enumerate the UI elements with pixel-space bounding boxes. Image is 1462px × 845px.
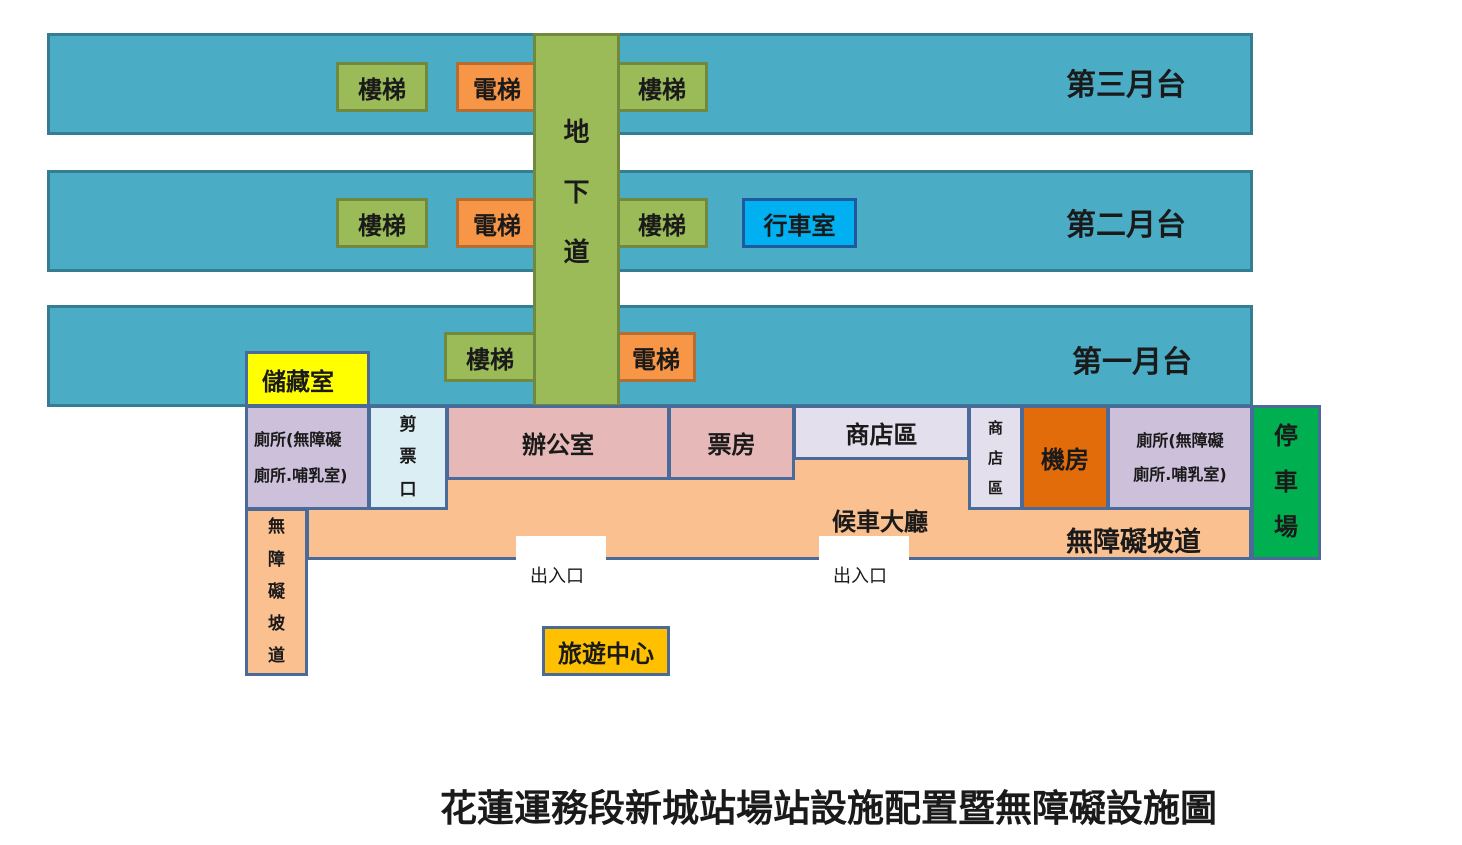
ramp-right-label: 無障礙坡道: [1066, 527, 1201, 558]
platform-2-label: 第二月台: [1066, 208, 1186, 243]
stairs-p2-left: 樓梯: [336, 198, 428, 248]
waiting-hall-label: 候車大廳: [832, 508, 928, 536]
stairs-p3-left: 樓梯: [336, 62, 428, 112]
ticket-gate: 剪 票 口: [368, 405, 448, 510]
platform-1-label: 第一月台: [1072, 345, 1192, 380]
entrance-2-label: 出入口: [833, 566, 887, 587]
ticket-office: 票房: [668, 405, 795, 480]
restroom-right: 廁所(無障礙 廁所.哺乳室): [1107, 405, 1253, 510]
restroom-left: 廁所(無障礙 廁所.哺乳室): [245, 405, 370, 510]
ramp-left-char-3: 礙: [268, 581, 285, 602]
stairs-p2-right: 樓梯: [616, 198, 708, 248]
tourist-center: 旅遊中心: [542, 626, 670, 676]
ramp-left-char-4: 坡: [268, 614, 285, 635]
storage-room: 儲藏室: [245, 351, 370, 407]
stairs-p3-right: 樓梯: [616, 62, 708, 112]
underpass-char-2: 下: [563, 177, 590, 208]
restroom-left-line-1: 廁所(無障礙: [254, 430, 342, 450]
ramp-left-char-5: 道: [268, 646, 285, 667]
elevator-p2: 電梯: [456, 198, 538, 248]
entrance-1-label: 出入口: [530, 566, 584, 587]
restroom-right-line-1: 廁所(無障礙: [1136, 430, 1224, 450]
shop-small-char-2: 店: [987, 448, 1003, 467]
ticket-gate-char-2: 票: [399, 447, 417, 468]
ramp-left-char-1: 無: [268, 517, 285, 538]
parking-char-2: 車: [1274, 467, 1298, 496]
machine-room: 機房: [1021, 405, 1109, 510]
dispatch-room: 行車室: [742, 198, 857, 248]
restroom-left-line-2: 廁所.哺乳室): [254, 465, 348, 485]
shop-small-char-3: 區: [987, 478, 1003, 497]
entrance-2-gap: [819, 536, 909, 563]
shop-area-small: 商 店 區: [968, 405, 1023, 510]
shop-area: 商店區: [793, 405, 970, 460]
underpass: 地 下 道: [533, 33, 620, 407]
office: 辦公室: [446, 405, 670, 480]
elevator-p1: 電梯: [616, 332, 696, 382]
underpass-char-1: 地: [563, 118, 590, 148]
stairs-p1: 樓梯: [444, 332, 536, 382]
entrance-1-gap: [516, 536, 606, 563]
parking: 停 車 場: [1251, 405, 1321, 560]
ramp-left-char-2: 障: [268, 549, 285, 570]
ramp-left: 無 障 礙 坡 道: [245, 508, 308, 676]
restroom-right-line-2: 廁所.哺乳室): [1133, 464, 1227, 484]
ticket-gate-char-1: 剪: [399, 415, 417, 436]
parking-char-3: 場: [1274, 513, 1298, 542]
diagram-title: 花蓮運務段新城站場站設施配置暨無障礙設施圖: [440, 787, 1217, 830]
ticket-gate-char-3: 口: [399, 479, 417, 500]
platform-3-label: 第三月台: [1066, 68, 1186, 103]
shop-small-char-1: 商: [987, 418, 1003, 437]
parking-char-1: 停: [1274, 422, 1298, 451]
elevator-p3: 電梯: [456, 62, 538, 112]
underpass-char-3: 道: [563, 237, 590, 268]
